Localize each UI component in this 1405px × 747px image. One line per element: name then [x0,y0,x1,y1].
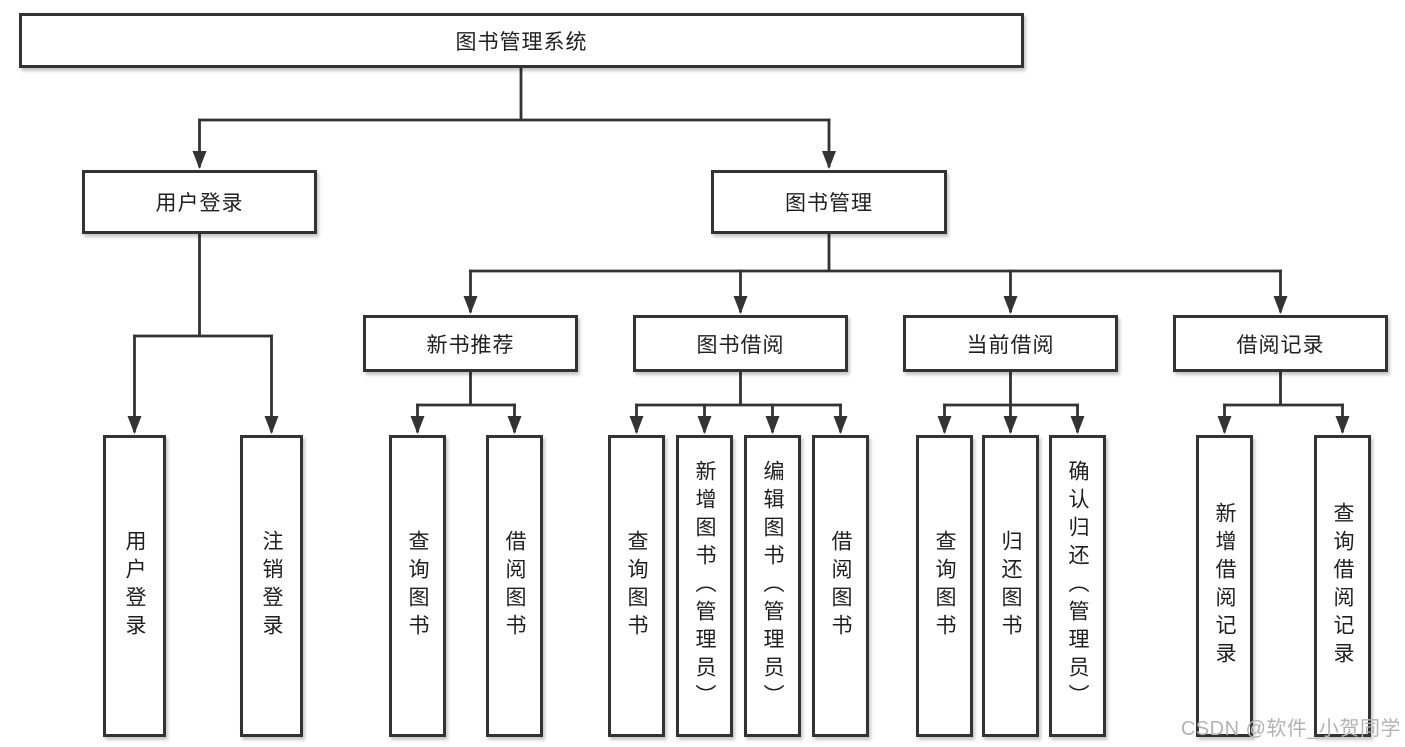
leaf-return-book: 归还图书 [982,435,1039,737]
node-book-management: 图书管理 [711,170,947,234]
leaf-query-book-1: 查询图书 [389,435,446,737]
leaf-add-book-admin: 新增图书（管理员） [676,435,733,737]
leaf-query-book-3: 查询图书 [916,435,973,737]
leaf-borrow-book-2: 借阅图书 [812,435,869,737]
leaf-user-login: 用户登录 [103,435,166,737]
node-user-login: 用户登录 [82,170,317,234]
node-root-system: 图书管理系统 [19,13,1024,68]
node-borrow-record: 借阅记录 [1173,315,1388,372]
leaf-logout: 注销登录 [240,435,303,737]
leaf-edit-book-admin: 编辑图书（管理员） [744,435,801,737]
node-new-book-recommend: 新书推荐 [363,315,578,372]
leaf-query-book-2: 查询图书 [608,435,665,737]
leaf-confirm-return-admin: 确认归还（管理员） [1049,435,1106,737]
node-book-borrow: 图书借阅 [633,315,848,372]
csdn-watermark: CSDN @软件_小贺同学 [1180,718,1401,740]
leaf-borrow-book-1: 借阅图书 [486,435,543,737]
node-current-borrow: 当前借阅 [903,315,1118,372]
leaf-add-borrow-record: 新增借阅记录 [1196,435,1253,737]
leaf-query-borrow-record: 查询借阅记录 [1314,435,1371,737]
